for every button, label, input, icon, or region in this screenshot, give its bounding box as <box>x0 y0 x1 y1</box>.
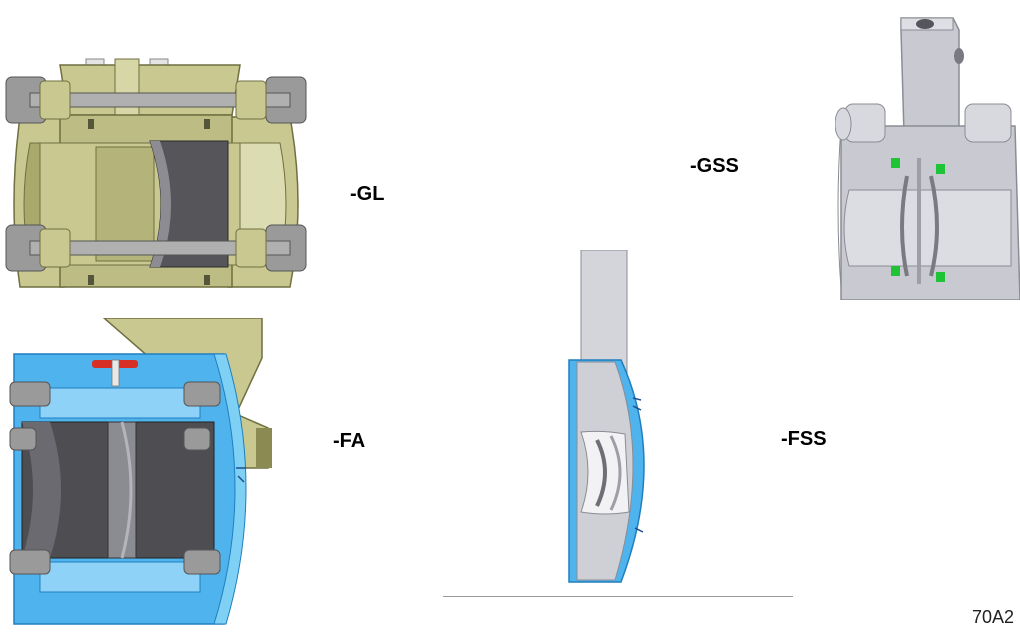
label-gss: -GSS <box>690 155 739 177</box>
gl-ball <box>149 140 229 268</box>
valve-fss-illustration <box>555 250 665 590</box>
valve-fa-illustration <box>0 318 275 633</box>
gss-bore <box>843 189 1012 267</box>
gl-bolts <box>5 76 307 272</box>
label-fss: -FSS <box>781 428 827 450</box>
gss-port-icon <box>916 19 934 29</box>
reference-code: 70A2 <box>972 607 1015 627</box>
label-gl: -GL <box>350 183 385 205</box>
valve-gl-illustration <box>0 55 315 295</box>
gss-seals <box>891 158 945 282</box>
gss-bolts <box>835 103 1012 143</box>
fa-bolts <box>9 381 221 575</box>
valve-gss-illustration <box>835 8 1020 300</box>
fss-baseline <box>443 596 793 597</box>
label-fa: -FA <box>333 430 366 452</box>
